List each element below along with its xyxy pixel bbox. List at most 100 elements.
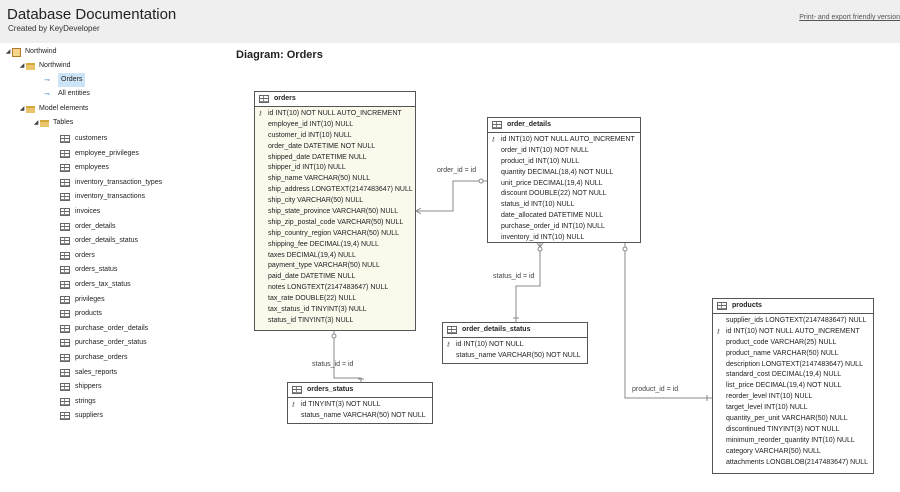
entity-name: orders	[274, 95, 296, 102]
header-bar: Database Documentation Created by KeyDev…	[0, 0, 900, 43]
entity-field: tax_rate DOUBLE(22) NULL	[255, 294, 415, 305]
field-text: id INT(10) NOT NULL AUTO_INCREMENT	[726, 327, 860, 335]
tree-node-tables[interactable]: ◢ Tables	[32, 116, 73, 130]
entity-field: description LONGTEXT(2147483647) NULL	[713, 360, 873, 371]
expand-caret-icon[interactable]: ◢	[33, 120, 39, 126]
field-text: shipping_fee DECIMAL(19,4) NULL	[268, 240, 379, 248]
entity-field: product_id INT(10) NULL	[488, 157, 640, 168]
relation-optional-marker	[622, 246, 628, 252]
relation-crowfoot	[539, 242, 544, 248]
entity-field: shipper_id INT(10) NULL	[255, 163, 415, 174]
field-text: unit_price DECIMAL(19,4) NULL	[501, 179, 603, 187]
entity-header: order_details_status	[443, 323, 587, 338]
field-text: supplier_ids LONGTEXT(2147483647) NULL	[726, 317, 867, 324]
tree-item-label: customers	[75, 135, 108, 142]
entity-orders[interactable]: orders ⚷id INT(10) NOT NULL AUTO_INCREME…	[254, 91, 416, 331]
field-text: product_name VARCHAR(50) NULL	[726, 349, 839, 357]
entity-field: status_id INT(10) NULL	[488, 200, 640, 211]
expand-caret-icon[interactable]: ◢	[19, 63, 25, 69]
table-icon	[60, 310, 70, 319]
tree-item-table[interactable]: sales_reports	[60, 366, 117, 380]
tree-item-table[interactable]: orders_status	[60, 263, 117, 277]
tree-item-table[interactable]: purchase_order_details	[60, 322, 148, 336]
tree-item-table[interactable]: invoices	[60, 205, 100, 219]
entity-field: minimum_reorder_quantity INT(10) NULL	[713, 436, 873, 447]
tree-item-table[interactable]: order_details	[60, 220, 115, 234]
tree-item-label: employee_privileges	[75, 149, 139, 157]
tree-label-diagrams: Northwind	[39, 62, 71, 69]
entity-field: supplier_ids LONGTEXT(2147483647) NULL	[713, 316, 873, 327]
tree-item-label: orders_status	[75, 266, 118, 274]
entity-header: products	[713, 299, 873, 314]
tree-node-model-elements[interactable]: ◢ Model elements	[18, 102, 88, 116]
expand-caret-icon[interactable]: ◢	[19, 106, 25, 112]
entity-field: ⚷id INT(10) NOT NULL	[443, 340, 587, 351]
field-text: purchase_order_id INT(10) NULL	[501, 223, 605, 231]
tree-item-label: purchase_orders	[75, 354, 128, 361]
tree-item-table[interactable]: purchase_orders	[60, 351, 128, 365]
tree-item-table[interactable]: inventory_transactions	[60, 190, 145, 204]
tree-node-diagram-orders[interactable]: ⊸ Orders	[44, 73, 86, 87]
entity-products[interactable]: products supplier_ids LONGTEXT(214748364…	[712, 298, 874, 474]
entity-field: unit_price DECIMAL(19,4) NULL	[488, 179, 640, 190]
relation-optional-marker	[478, 178, 484, 184]
tree-item-table[interactable]: orders_tax_status	[60, 278, 131, 292]
tree-item-table[interactable]: customers	[60, 132, 107, 146]
tree-item-label: orders	[75, 251, 95, 259]
field-text: employee_id INT(10) NULL	[268, 120, 354, 128]
entity-field: quantity_per_unit VARCHAR(50) NULL	[713, 414, 873, 425]
tree-item-table[interactable]: purchase_order_status	[60, 336, 147, 350]
tree-item-table[interactable]: order_details_status	[60, 234, 138, 248]
tree-item-label: products	[75, 310, 102, 318]
tree-node-diagrams[interactable]: ◢ Northwind	[18, 59, 71, 73]
entity-field: status_id TINYINT(3) NULL	[255, 316, 415, 327]
entity-order-details[interactable]: order_details ⚷id INT(10) NOT NULL AUTO_…	[487, 117, 641, 243]
entity-field: shipped_date DATETIME NULL	[255, 153, 415, 164]
tree-node-diagram-all[interactable]: ⊸ All entities	[44, 87, 90, 101]
table-icon	[447, 326, 457, 334]
field-text: id INT(10) NOT NULL	[456, 341, 524, 348]
tree-label-model-elements: Model elements	[39, 105, 89, 112]
tree-item-table[interactable]: employees	[60, 161, 109, 175]
tree-item-label: order_details	[75, 222, 116, 230]
entity-header: orders_status	[288, 383, 432, 398]
tree-item-table[interactable]: products	[60, 307, 102, 321]
primary-key-icon: ⚷	[491, 137, 496, 143]
field-text: shipped_date DATETIME NULL	[268, 153, 367, 161]
tree-item-table[interactable]: strings	[60, 395, 96, 409]
table-icon	[60, 368, 70, 377]
tree-item-table[interactable]: privileges	[60, 293, 105, 307]
print-friendly-link[interactable]: Print- and export friendly version	[799, 14, 900, 21]
tree-item-table[interactable]: suppliers	[60, 409, 103, 423]
entity-field: order_date DATETIME NOT NULL	[255, 142, 415, 153]
tree-item-table[interactable]: orders	[60, 249, 95, 263]
entity-field: discount DOUBLE(22) NOT NULL	[488, 189, 640, 200]
entity-field: shipping_fee DECIMAL(19,4) NULL	[255, 240, 415, 251]
tree-node-root[interactable]: ◢ Northwind	[4, 45, 57, 59]
relation-line-products	[624, 243, 712, 399]
tree-label-diagram-orders: Orders	[58, 73, 86, 87]
primary-key-icon: ⚷	[258, 111, 263, 117]
field-text: customer_id INT(10) NULL	[268, 131, 352, 139]
tree-item-label: order_details_status	[75, 237, 139, 245]
entity-field: target_level INT(10) NULL	[713, 403, 873, 414]
tree-item-table[interactable]: employee_privileges	[60, 147, 139, 161]
field-text: date_allocated DATETIME NULL	[501, 212, 604, 220]
tree-item-table[interactable]: shippers	[60, 380, 101, 394]
tree-item-table[interactable]: inventory_transaction_types	[60, 176, 162, 190]
entity-field: ship_country_region VARCHAR(50) NULL	[255, 229, 415, 240]
tree-label-diagram-all: All entities	[58, 90, 90, 97]
entity-field: quantity DECIMAL(18,4) NOT NULL	[488, 168, 640, 179]
relation-label: status_id = id	[493, 273, 535, 280]
relation-optional-marker	[331, 333, 337, 339]
table-icon	[60, 164, 70, 173]
entity-field: inventory_id INT(10) NULL	[488, 233, 640, 244]
tree-item-label: inventory_transactions	[75, 193, 146, 201]
entity-order-details-status[interactable]: order_details_status ⚷id INT(10) NOT NUL…	[442, 322, 588, 364]
entity-field: order_id INT(10) NOT NULL	[488, 146, 640, 157]
folder-icon	[26, 105, 35, 113]
expand-caret-icon[interactable]: ◢	[5, 49, 11, 55]
